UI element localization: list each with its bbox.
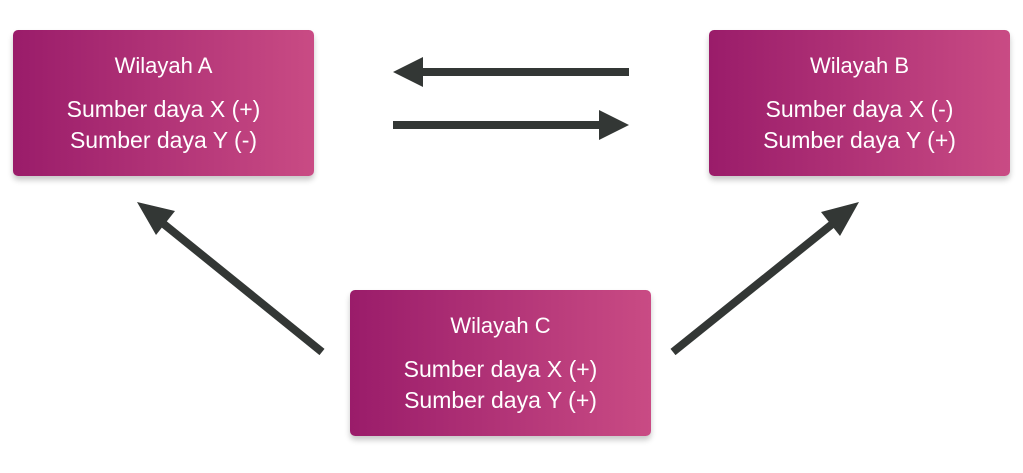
arrow-b-to-a [393,57,629,87]
region-b-title: Wilayah B [809,53,910,78]
region-b-resource-y: Sumber daya Y (+) [763,127,956,153]
region-a-box: Wilayah A Sumber daya X (+) Sumber daya … [13,30,314,176]
region-b-box: Wilayah B Sumber daya X (-) Sumber daya … [709,30,1010,176]
region-c-resource-y: Sumber daya Y (+) [404,387,597,413]
region-c-title: Wilayah C [450,313,551,338]
arrow-c-to-b [670,202,859,356]
region-a-resource-x: Sumber daya X (+) [66,96,261,122]
region-a-title: Wilayah A [114,53,213,78]
region-b-resource-x: Sumber daya X (-) [765,96,954,122]
region-a-resource-y: Sumber daya Y (-) [69,127,258,153]
region-c-resource-x: Sumber daya X (+) [403,356,598,382]
arrow-c-to-a [137,202,325,356]
arrow-a-to-b [393,110,629,140]
region-c-box: Wilayah C Sumber daya X (+) Sumber daya … [350,290,651,436]
